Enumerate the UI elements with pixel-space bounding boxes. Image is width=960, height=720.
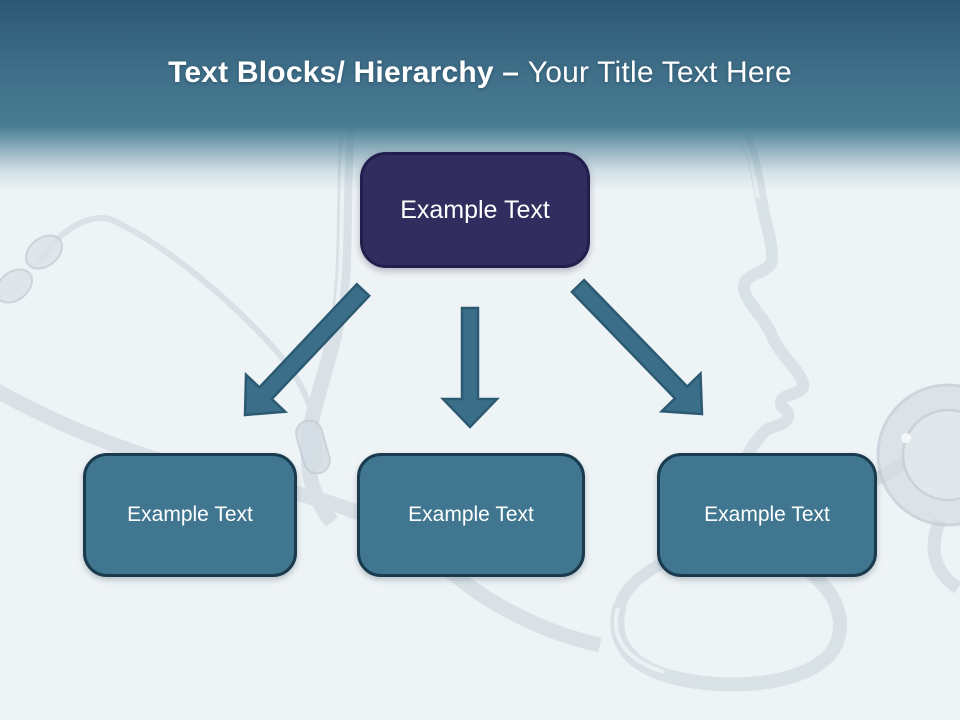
child-box-label: Example Text xyxy=(127,503,253,526)
title-bold-text: Text Blocks/ Hierarchy xyxy=(168,56,494,89)
title-separator: – xyxy=(493,56,528,89)
hierarchy-child-box-2: Example Text xyxy=(357,453,585,577)
hierarchy-child-box-1: Example Text xyxy=(83,453,297,577)
slide-title: Text Blocks/ Hierarchy – Your Title Text… xyxy=(0,52,960,94)
hierarchy-child-box-3: Example Text xyxy=(657,453,877,577)
hierarchy-root-box: Example Text xyxy=(360,152,590,268)
chestpiece xyxy=(876,383,960,527)
child-box-label: Example Text xyxy=(704,503,830,526)
child-box-label: Example Text xyxy=(408,503,534,526)
earpieces xyxy=(0,234,63,304)
header-band xyxy=(0,0,960,126)
title-regular-text: Your Title Text Here xyxy=(527,56,792,89)
tube-connector xyxy=(295,419,331,475)
root-box-label: Example Text xyxy=(400,195,550,224)
